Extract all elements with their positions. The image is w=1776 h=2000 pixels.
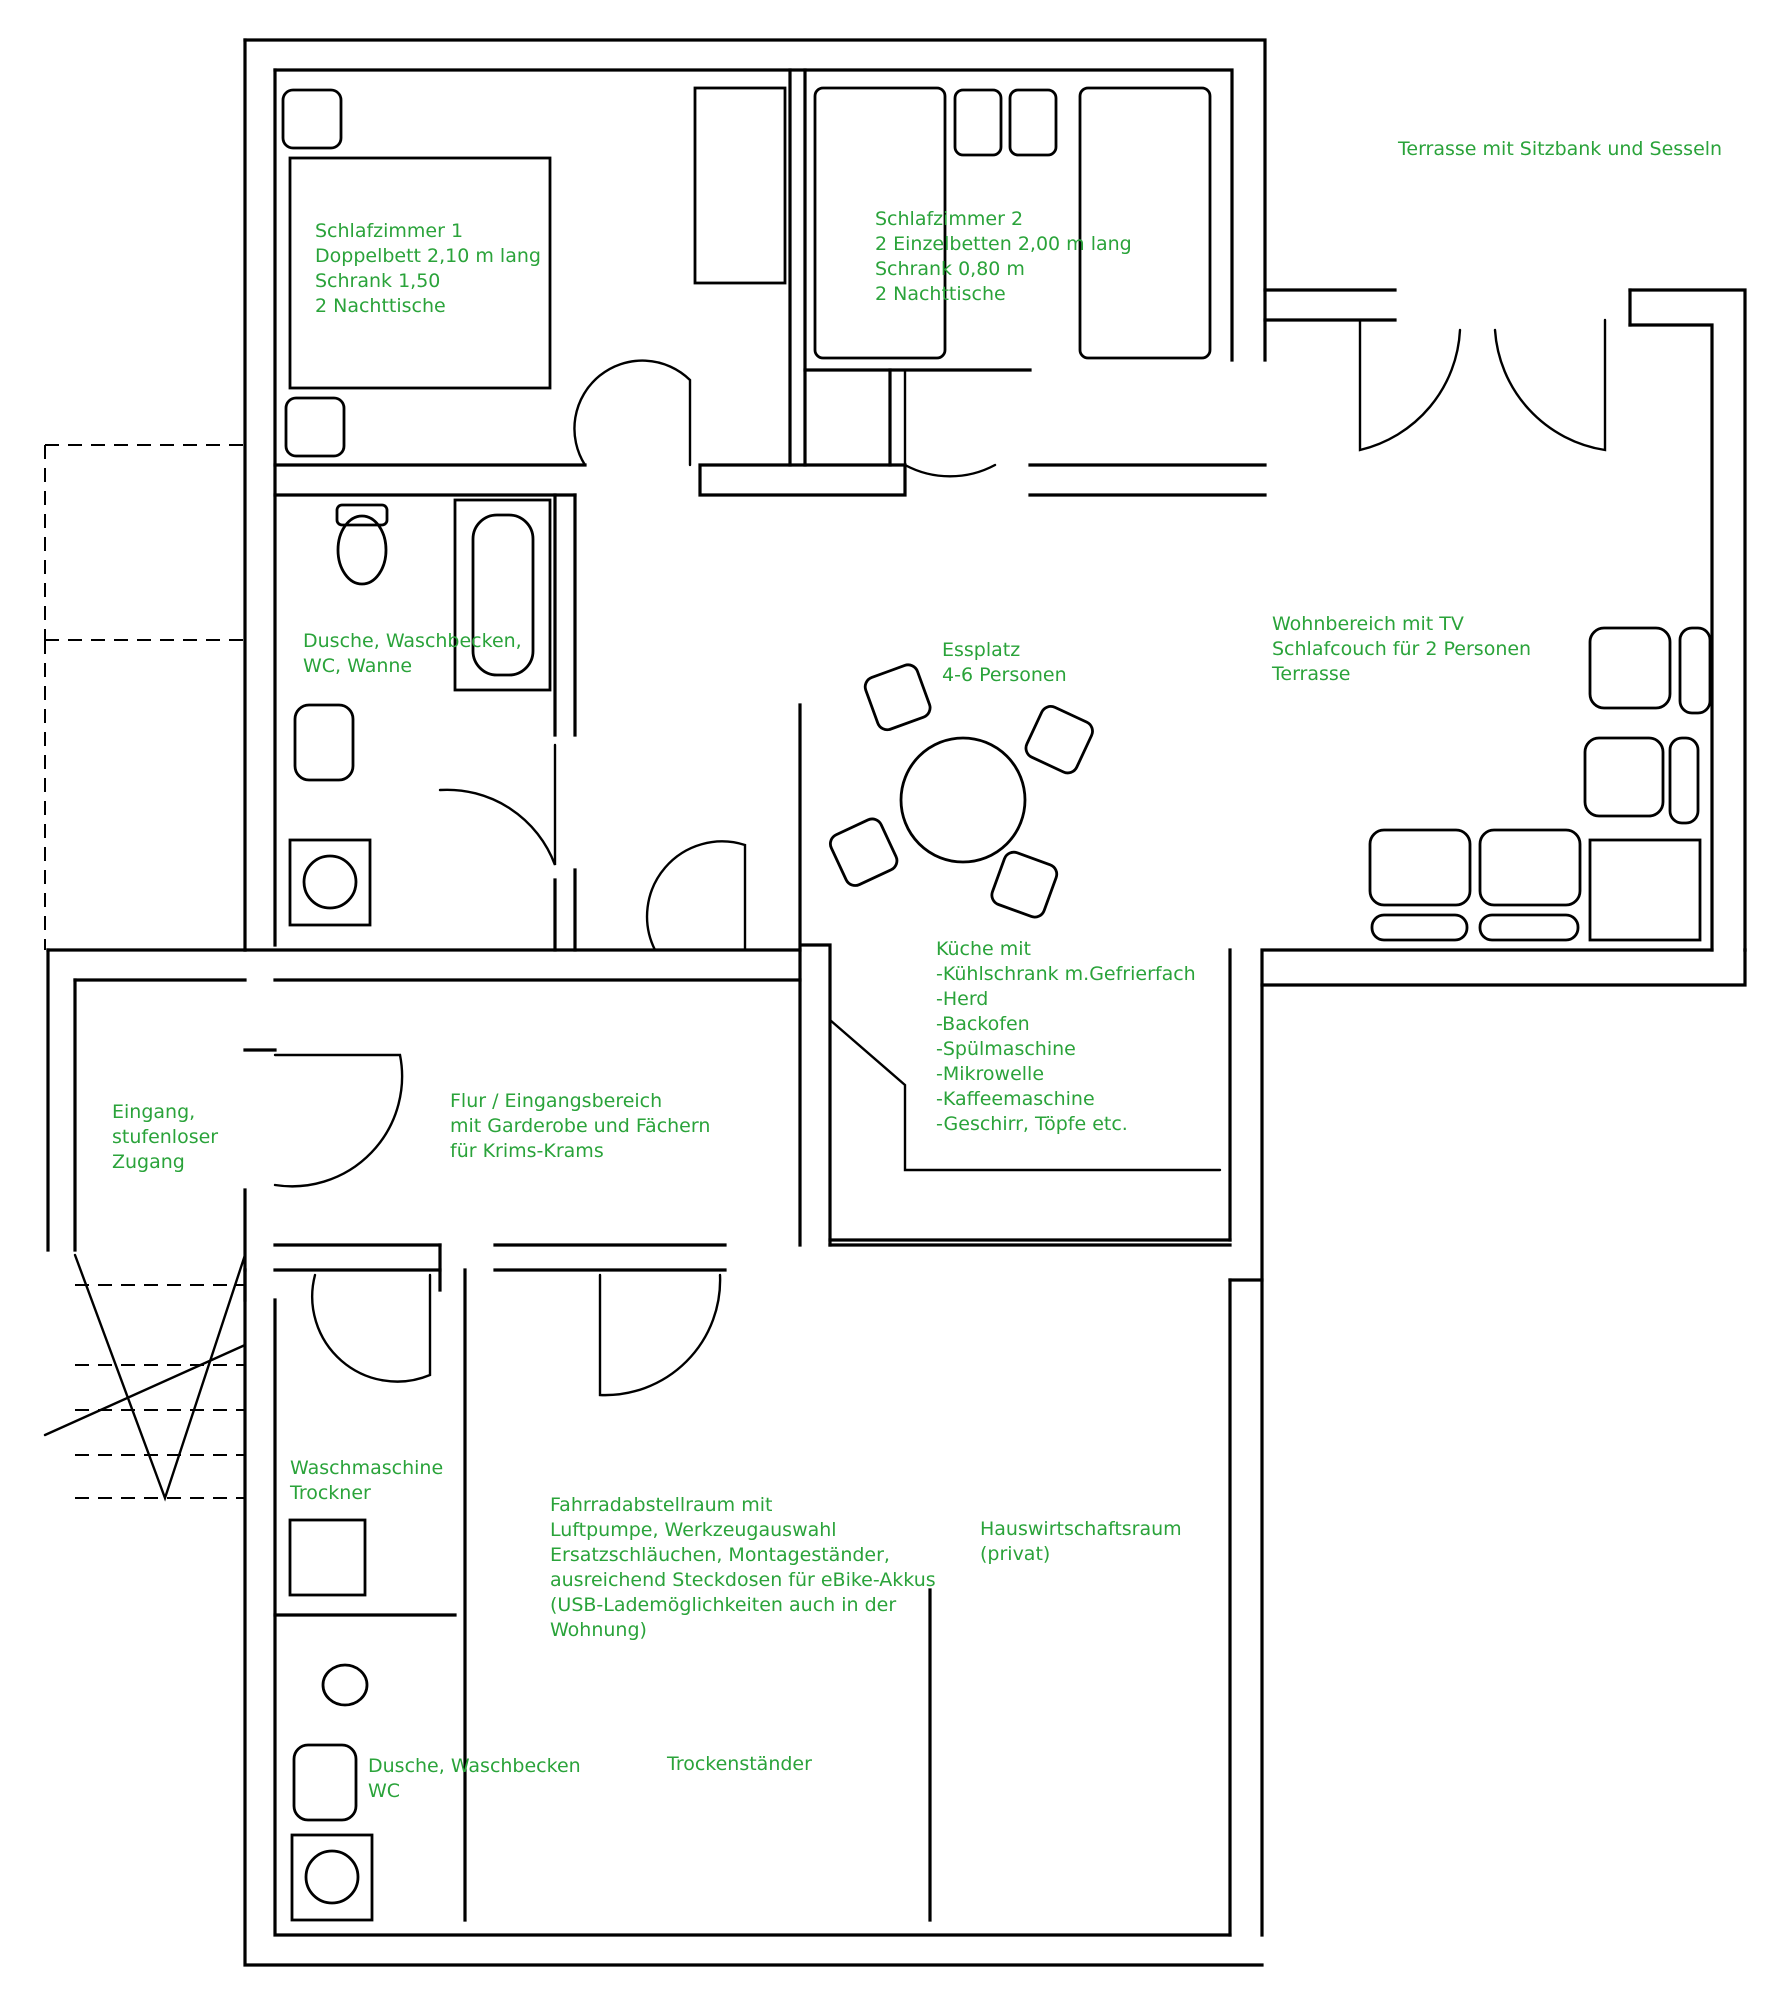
label-eingang: Eingang, stufenloser Zugang	[112, 1101, 224, 1173]
label-kueche: Küche mit -Kühlschrank m.Gefrierfach -He…	[936, 938, 1202, 1135]
label-fahrradraum: Fahrradabstellraum mit Luftpumpe, Werkze…	[550, 1494, 942, 1641]
walls	[46, 38, 1747, 1967]
label-flur: Flur / Eingangsbereich mit Garderobe und…	[450, 1090, 716, 1162]
label-terrasse: Terrasse mit Sitzbank und Sesseln	[1397, 138, 1722, 160]
label-wohnbereich: Wohnbereich mit TV Schlafcouch für 2 Per…	[1271, 613, 1537, 685]
label-essplatz: Essplatz 4-6 Personen	[942, 639, 1067, 686]
label-waschraum: Waschmaschine Trockner	[289, 1457, 449, 1504]
label-schlafzimmer2: Schlafzimmer 2 2 Einzelbetten 2,00 m lan…	[875, 208, 1138, 305]
label-bad: Dusche, Waschbecken, WC, Wanne	[303, 630, 528, 677]
label-schlafzimmer1: Schlafzimmer 1 Doppelbett 2,10 m lang Sc…	[315, 220, 547, 317]
label-bad2: Dusche, Waschbecken WC	[368, 1755, 587, 1802]
room-labels: Schlafzimmer 1 Doppelbett 2,10 m lang Sc…	[112, 138, 1722, 1802]
label-trockenstaender: Trockenständer	[666, 1753, 812, 1775]
doors	[273, 318, 1607, 1397]
furniture	[281, 86, 1712, 1922]
stairs	[43, 444, 247, 1502]
label-hauswirtschaft: Hauswirtschaftsraum (privat)	[980, 1518, 1188, 1565]
